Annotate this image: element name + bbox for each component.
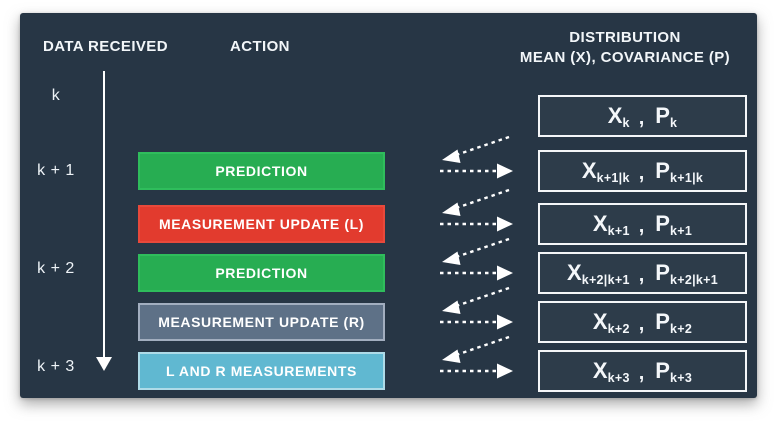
separator: , — [638, 161, 645, 184]
mean-symbol: X — [581, 158, 597, 183]
time-label-k: k — [51, 87, 61, 104]
feedback-arrow — [442, 335, 510, 363]
mean-symbol: X — [592, 211, 608, 236]
action-box-prediction-2: PREDICTION — [138, 254, 385, 292]
feedback-arrow — [442, 286, 510, 314]
action-label: PREDICTION — [215, 163, 308, 179]
mean-symbol: X — [567, 260, 582, 285]
header-action: ACTION — [230, 38, 290, 55]
action-box-measurement-update-r: MEASUREMENT UPDATE (R) — [138, 303, 385, 341]
action-box-measurement-update-l: MEASUREMENT UPDATE (L) — [138, 205, 385, 243]
feedback-arrow — [442, 135, 510, 163]
separator: , — [638, 214, 645, 237]
covariance-symbol: P — [655, 309, 670, 334]
output-arrow — [440, 163, 513, 179]
covariance-subscript: k+1 — [669, 224, 693, 238]
header-distribution: DISTRIBUTION MEAN (X), COVARIANCE (P) — [490, 28, 760, 68]
mean-symbol: X — [592, 358, 608, 383]
time-label-k1: k + 1 — [37, 162, 75, 179]
mean-subscript: k+2|k+1 — [581, 273, 630, 287]
covariance-subscript: k+3 — [669, 371, 693, 385]
timeline-arrow — [96, 71, 112, 371]
mean-subscript: k+3 — [607, 371, 630, 385]
mean-subscript: k+2 — [607, 322, 630, 336]
header-distribution-line2: MEAN (X), COVARIANCE (P) — [519, 49, 731, 66]
time-label-k2: k + 2 — [37, 260, 75, 277]
action-label: MEASUREMENT UPDATE (R) — [158, 314, 365, 330]
header-data-received: DATA RECEIVED — [43, 38, 168, 55]
action-box-prediction-1: PREDICTION — [138, 152, 385, 190]
mean-symbol: X — [607, 103, 623, 128]
output-arrow — [440, 363, 513, 379]
separator: , — [638, 106, 645, 129]
diagram-panel: DATA RECEIVED ACTION DISTRIBUTION MEAN (… — [20, 13, 757, 398]
covariance-subscript: k+2|k+1 — [669, 273, 718, 287]
mean-subscript: k — [622, 116, 630, 130]
covariance-symbol: P — [655, 358, 670, 383]
covariance-symbol: P — [655, 158, 670, 183]
covariance-subscript: k — [669, 116, 678, 130]
covariance-symbol: P — [655, 211, 670, 236]
action-label: MEASUREMENT UPDATE (L) — [158, 216, 365, 232]
mean-subscript: k+1|k — [596, 171, 630, 185]
output-arrow — [440, 265, 513, 281]
covariance-symbol: P — [655, 103, 670, 128]
mean-subscript: k+1 — [607, 224, 630, 238]
covariance-subscript: k+2 — [669, 322, 693, 336]
action-box-l-and-r-measurements: L AND R MEASUREMENTS — [138, 352, 385, 390]
time-label-k3: k + 3 — [37, 358, 75, 375]
separator: , — [638, 361, 645, 384]
output-arrow — [440, 314, 513, 330]
separator: , — [638, 312, 645, 335]
separator: , — [638, 263, 645, 286]
covariance-subscript: k+1|k — [669, 171, 704, 185]
header-distribution-line1: DISTRIBUTION — [569, 29, 681, 46]
action-label: L AND R MEASUREMENTS — [166, 363, 357, 379]
output-arrow — [440, 216, 513, 232]
mean-symbol: X — [592, 309, 608, 334]
covariance-symbol: P — [655, 260, 670, 285]
action-label: PREDICTION — [215, 265, 308, 281]
feedback-arrow — [442, 237, 510, 265]
feedback-arrow — [442, 188, 510, 216]
